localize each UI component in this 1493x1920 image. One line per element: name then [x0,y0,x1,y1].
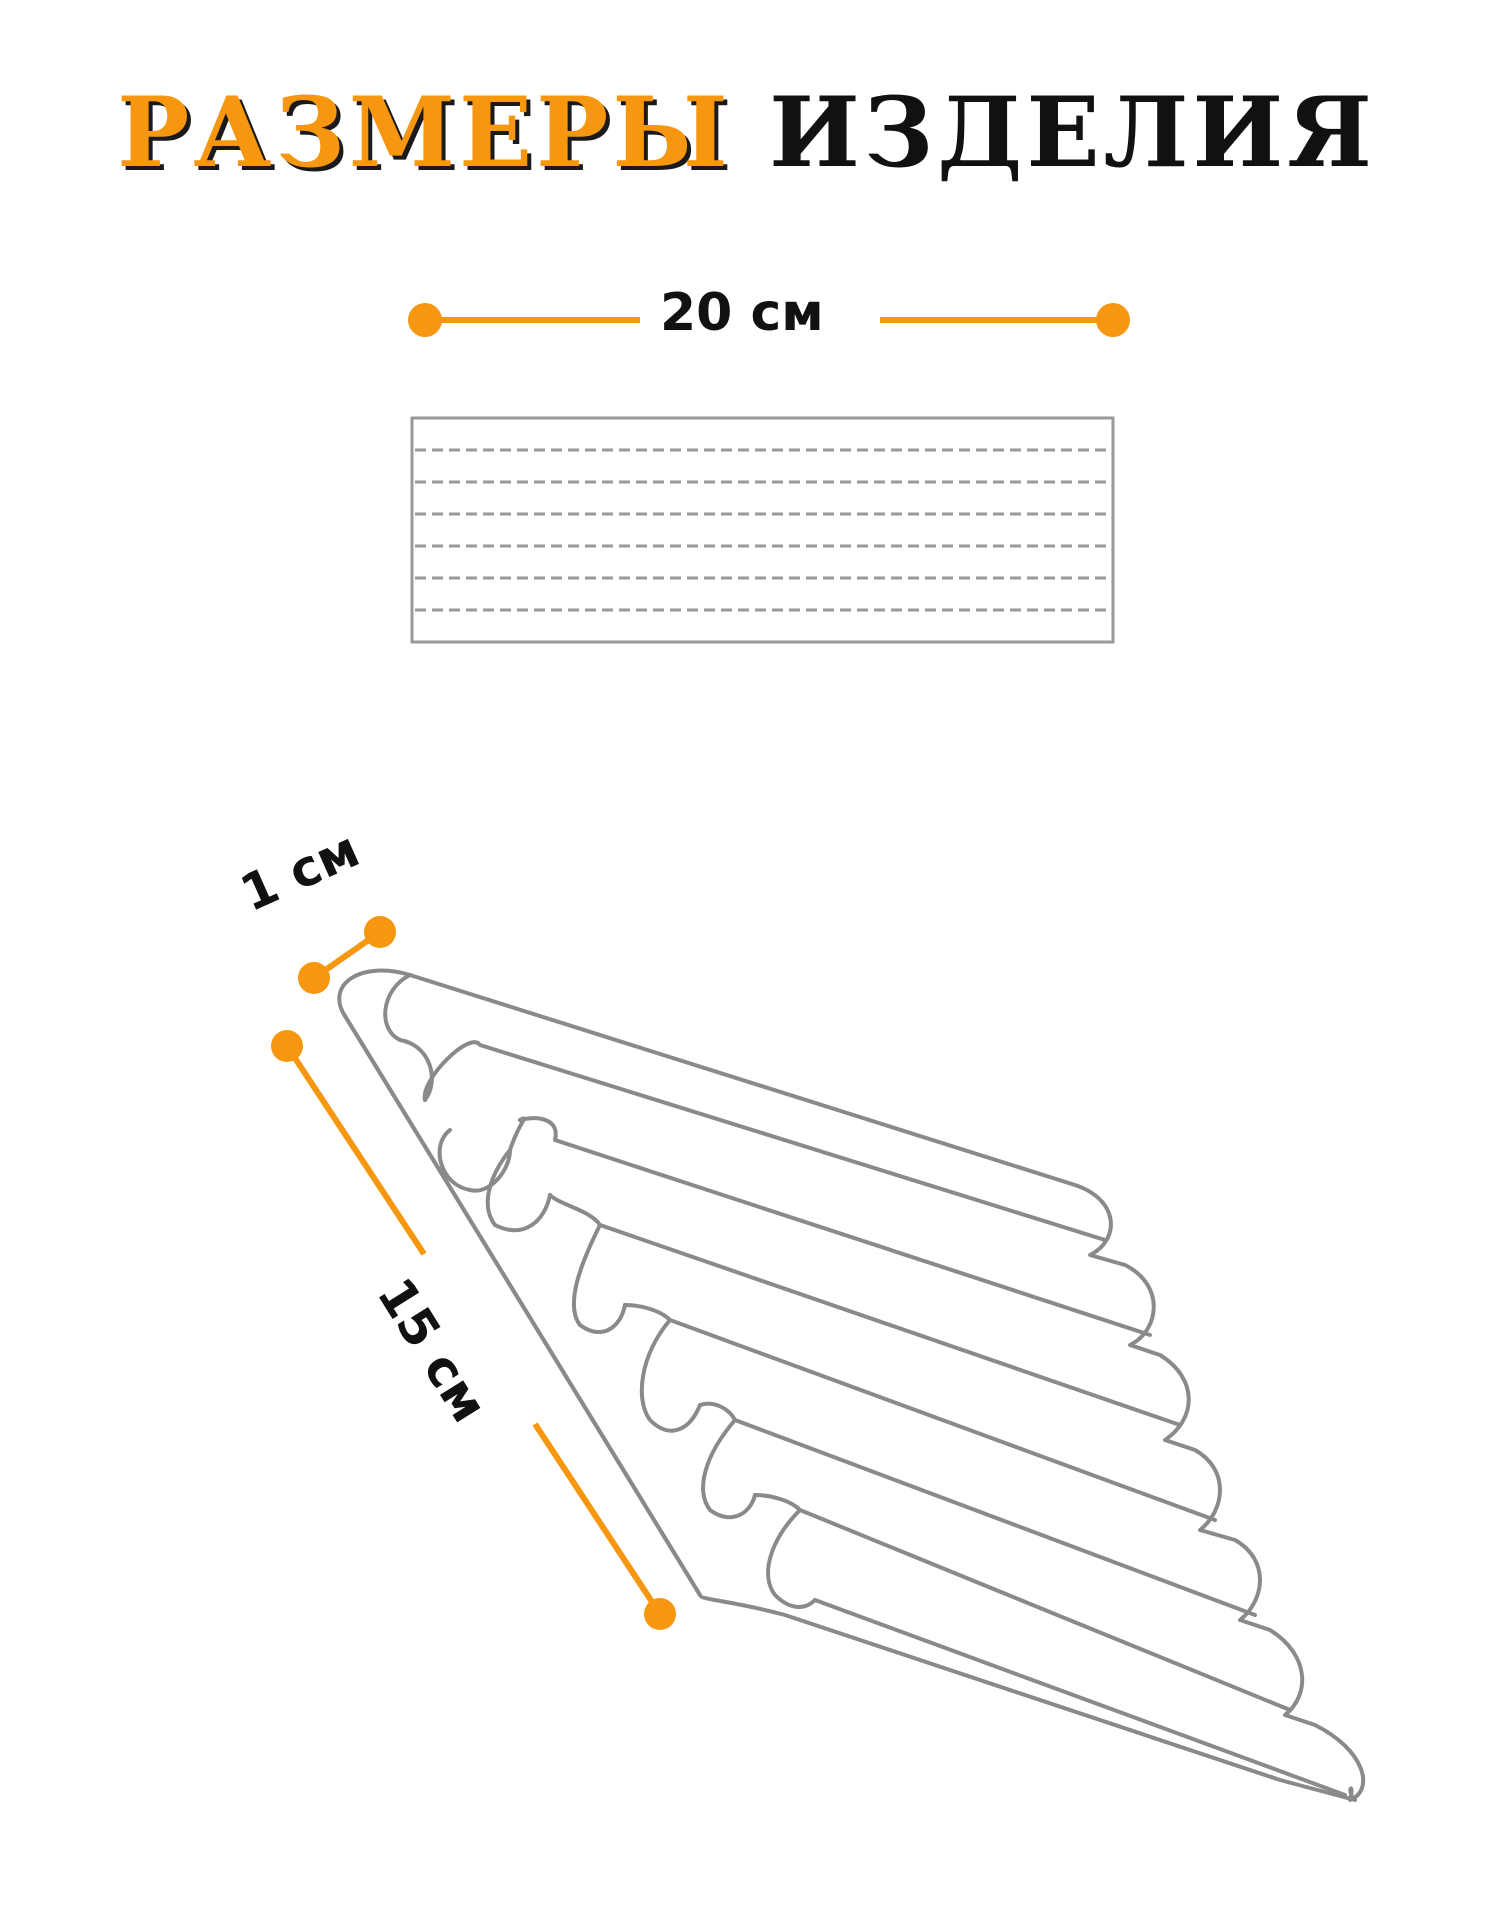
page-title: РАЗМЕРЫ ИЗДЕЛИЯ [0,85,1493,181]
width-dimension-line [408,303,1130,337]
thickness-dimension-line [298,916,396,994]
title-rest: ИЗДЕЛИЯ [769,76,1376,189]
title-highlight: РАЗМЕРЫ [117,76,732,189]
width-endpoint-left [408,303,442,337]
length-endpoint-top [271,1030,303,1062]
length-endpoint-bottom [644,1598,676,1630]
pleated-product-drawing [337,968,1366,1802]
width-label: 20 см [660,283,824,343]
top-view-rectangle [410,416,1115,644]
thickness-endpoint-upper [364,916,396,948]
thickness-endpoint-lower [298,962,330,994]
length-dimension-line [271,1030,676,1630]
width-endpoint-right [1096,303,1130,337]
